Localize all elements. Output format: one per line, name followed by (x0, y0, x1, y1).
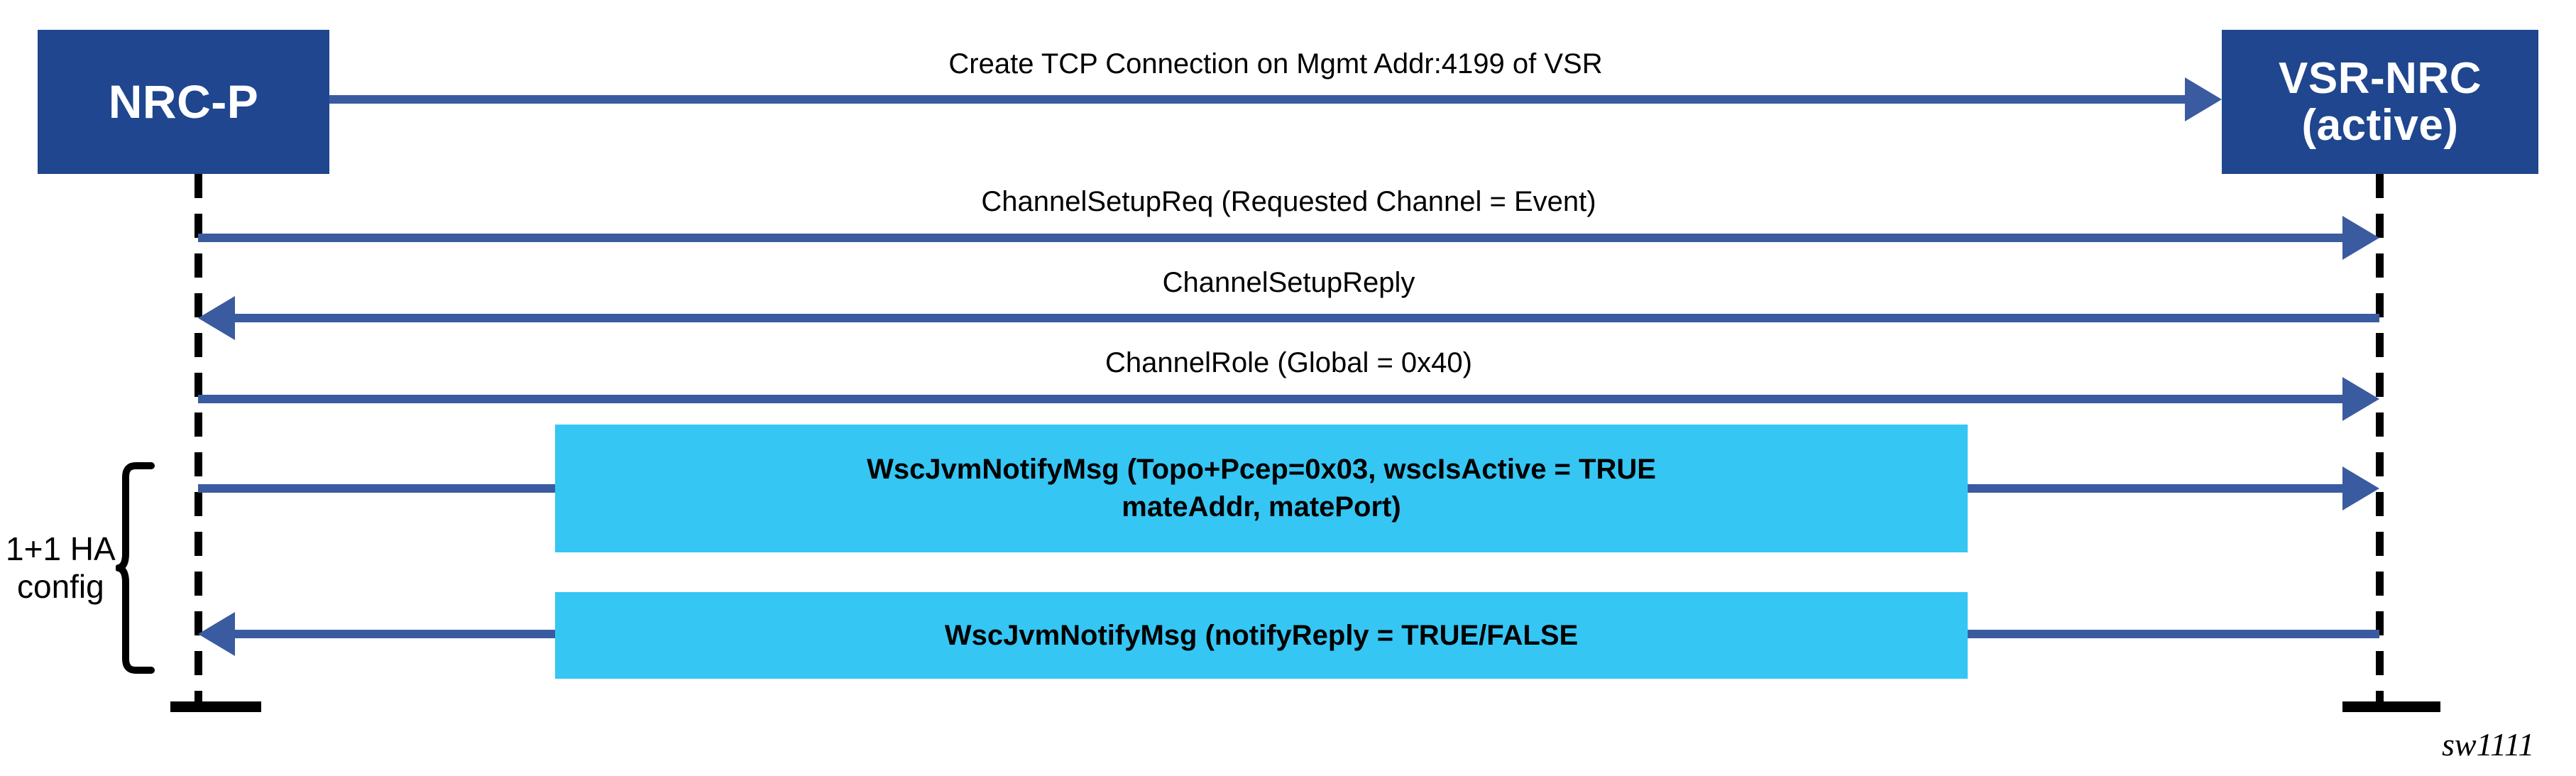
actor-label-line: (active) (2301, 100, 2459, 150)
message-label-channel-setup-reply: ChannelSetupReply (1162, 267, 1415, 298)
lifeline-terminator-vsr-nrc (2342, 701, 2440, 712)
message-label-channel-setup-req: ChannelSetupReq (Requested Channel = Eve… (981, 186, 1596, 217)
arrowhead-right-icon (2342, 466, 2379, 510)
highlight-text-line: mateAddr, matePort) (1122, 491, 1401, 523)
highlight-box-wscjvm-notify-reply: WscJvmNotifyMsg (notifyReply = TRUE/FALS… (555, 592, 1968, 679)
actor-box-vsr-nrc[interactable]: VSR-NRC (active) (2222, 30, 2538, 174)
lifeline-nrc-p (194, 174, 202, 706)
message-label-create-tcp: Create TCP Connection on Mgmt Addr:4199 … (948, 48, 1603, 80)
highlight-text-line: WscJvmNotifyMsg (notifyReply = TRUE/FALS… (944, 619, 1579, 651)
actor-box-nrc-p[interactable]: NRC-P (38, 30, 329, 174)
arrowhead-right-icon (2185, 77, 2222, 121)
message-label-channel-role: ChannelRole (Global = 0x40) (1105, 347, 1472, 378)
curly-brace-icon (115, 462, 155, 674)
annotation-label: 1+1 HA config (6, 530, 116, 606)
arrowhead-left-icon (198, 612, 235, 656)
message-line-create-tcp (329, 95, 2185, 104)
actor-label-line: NRC-P (108, 75, 259, 128)
message-line-channel-setup-req (198, 234, 2342, 242)
arrowhead-left-icon (198, 296, 235, 340)
message-line-channel-role (198, 395, 2342, 403)
annotation-label-line: config (16, 568, 104, 605)
lifeline-terminator-nrc-p (170, 701, 261, 712)
annotation-ha-config: 1+1 HA config (6, 461, 158, 674)
arrowhead-right-icon (2342, 377, 2379, 421)
actor-label-line: VSR-NRC (2279, 54, 2482, 104)
arrowhead-right-icon (2342, 216, 2379, 260)
highlight-text-line: WscJvmNotifyMsg (Topo+Pcep=0x03, wscIsAc… (867, 454, 1656, 486)
lifeline-vsr-nrc (2376, 174, 2384, 706)
message-line-channel-setup-reply (235, 314, 2379, 322)
figure-caption: sw1111 (2442, 726, 2535, 763)
annotation-label-line: 1+1 HA (6, 530, 116, 568)
highlight-box-wscjvm-notify-req: WscJvmNotifyMsg (Topo+Pcep=0x03, wscIsAc… (555, 425, 1968, 552)
